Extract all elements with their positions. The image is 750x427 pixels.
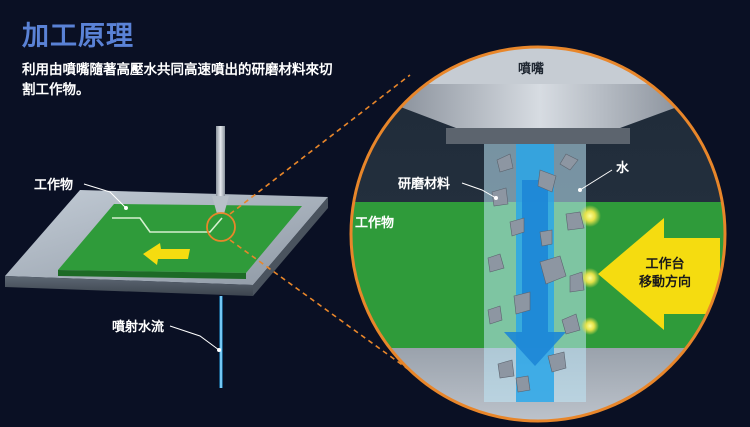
abrasive-particles	[487, 153, 585, 393]
particle	[487, 305, 503, 325]
left-illustration	[5, 126, 328, 388]
label-abrasive: 研磨材料	[398, 177, 451, 192]
zoom-connector-bottom	[229, 239, 413, 373]
workpiece-left-leader-dot	[124, 206, 128, 210]
label-workpiece-left: 工作物	[34, 178, 74, 193]
cut-path	[112, 217, 223, 233]
particle	[559, 153, 579, 171]
particle	[487, 253, 505, 273]
label-nozzle: 噴嘴	[518, 62, 545, 77]
particle	[513, 291, 531, 315]
label-table-move-line2: 移動方向	[638, 275, 691, 290]
spark-glow-2	[580, 268, 600, 288]
nozzle-tip	[212, 196, 229, 214]
particle	[565, 211, 585, 231]
particle	[509, 217, 525, 237]
particle	[537, 169, 557, 193]
jet-down-arrow	[504, 180, 566, 366]
particle	[515, 375, 531, 393]
jet-leader	[169, 325, 220, 351]
jet-leader-dot	[217, 348, 221, 352]
label-jet: 噴射水流	[112, 320, 165, 335]
zoom-circle-outline	[349, 45, 727, 423]
label-water: 水	[616, 161, 630, 176]
particle	[547, 351, 567, 373]
spark-glow-3	[581, 317, 599, 335]
zoom-highlight-circle	[206, 212, 236, 242]
table-move-arrow	[598, 218, 720, 330]
particle	[497, 359, 515, 379]
water-leader	[579, 169, 613, 191]
feed-direction-arrow	[143, 243, 190, 265]
nozzle-outlet	[446, 128, 630, 144]
label-workpiece-right: 工作物	[355, 216, 395, 231]
particle	[539, 229, 553, 247]
label-table-move: 工作台 移動方向	[628, 256, 702, 292]
table-plate-side	[253, 197, 328, 296]
nozzle-funnel	[351, 84, 725, 128]
abrasive-leader-dot	[494, 196, 498, 200]
spark-glow-1	[579, 205, 601, 227]
nozzle-body	[216, 126, 225, 206]
abrasive-leader	[461, 182, 497, 199]
zoom-connector-top	[229, 74, 411, 215]
page-title: 加工原理	[22, 21, 134, 52]
particle	[491, 187, 509, 207]
workpiece-block	[58, 204, 302, 273]
water-leader-dot	[578, 188, 582, 192]
table-plate-front	[5, 276, 253, 296]
particle	[561, 313, 581, 335]
description-text: 利用由噴嘴隨著高壓水共同高速噴出的研磨材料來切割工作物。	[22, 62, 333, 98]
particle	[539, 255, 567, 285]
particle	[496, 153, 514, 173]
particle	[569, 271, 585, 293]
workpiece-block-edge	[58, 270, 246, 279]
workpiece-left-leader	[83, 183, 127, 209]
label-table-move-line1: 工作台	[645, 257, 685, 272]
zoom-detail	[351, 47, 725, 421]
